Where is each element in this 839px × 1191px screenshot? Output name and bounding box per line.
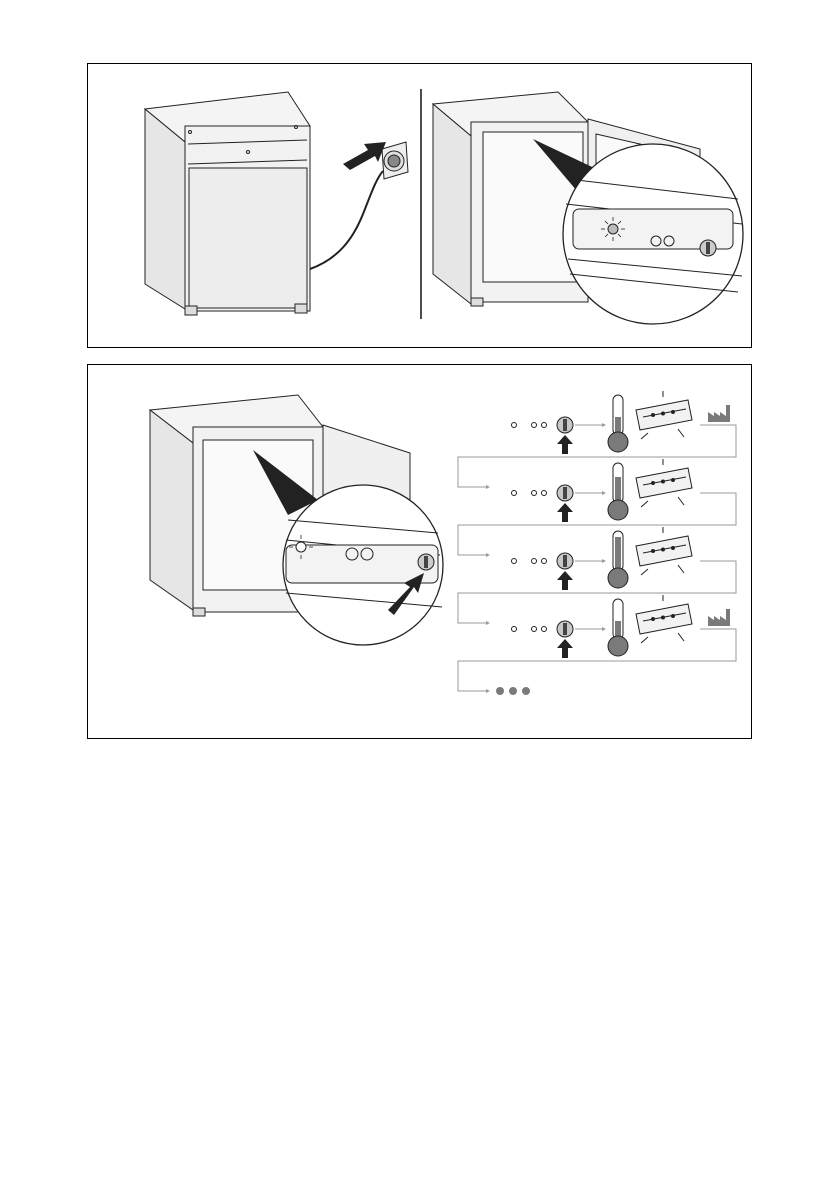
- factory-setting-icon: [708, 405, 730, 422]
- display-dot: [672, 547, 675, 550]
- display-dot: [652, 482, 655, 485]
- flow-arrowhead: [602, 423, 606, 427]
- temperature-sequence-illustration: [88, 365, 753, 740]
- press-arrow-icon: [557, 571, 573, 590]
- continue-dot-icon: [509, 687, 517, 695]
- figure-connect-power: [87, 63, 752, 348]
- press-arrow-icon: [557, 639, 573, 658]
- led-dot: [512, 491, 517, 496]
- blink-ray: [641, 637, 648, 643]
- knob-marker: [563, 487, 567, 499]
- blink-ray: [678, 429, 684, 437]
- thermometer-level: [615, 537, 621, 571]
- flow-arrowhead: [486, 621, 490, 625]
- display-dot: [662, 616, 665, 619]
- figure-temperature-sequence: [87, 364, 752, 739]
- blink-ray: [641, 433, 648, 439]
- thermometer-bulb: [608, 636, 628, 656]
- blink-ray: [678, 565, 684, 573]
- continue-dot-icon: [522, 687, 530, 695]
- push-arrow-icon: [343, 142, 386, 170]
- knob-marker: [563, 623, 567, 635]
- blink-ray: [678, 633, 684, 641]
- factory-setting-icon: [708, 609, 730, 626]
- blink-ray: [678, 497, 684, 505]
- led-dot: [542, 627, 547, 632]
- display-dot: [672, 479, 675, 482]
- knob-marker: [563, 419, 567, 431]
- led-dot: [532, 491, 537, 496]
- flow-connector: [458, 425, 736, 487]
- display-dot: [672, 615, 675, 618]
- flow-arrowhead: [602, 559, 606, 563]
- flow-arrowhead: [486, 689, 490, 693]
- thermometer-level: [615, 477, 621, 503]
- flow-connector: [458, 561, 736, 623]
- led-dot: [532, 559, 537, 564]
- indicator-lamp-icon: [296, 542, 306, 552]
- fridge-closed-icon: [145, 92, 310, 315]
- led-dot: [512, 423, 517, 428]
- led-dot: [532, 423, 537, 428]
- thermometer-bulb: [608, 568, 628, 588]
- display-dot: [662, 480, 665, 483]
- led-dot: [532, 627, 537, 632]
- flow-arrowhead: [486, 553, 490, 557]
- display-dot: [652, 414, 655, 417]
- press-arrow-icon: [557, 503, 573, 522]
- press-arrow-icon: [557, 435, 573, 454]
- connect-power-illustration: [88, 64, 753, 349]
- setting-rows: [458, 391, 736, 695]
- thermometer-bulb: [608, 500, 628, 520]
- display-dot: [662, 412, 665, 415]
- display-dot: [662, 548, 665, 551]
- power-socket-icon: [382, 142, 408, 179]
- led-dot: [512, 627, 517, 632]
- led-dot: [512, 559, 517, 564]
- knob-marker: [563, 555, 567, 567]
- display-dot: [652, 550, 655, 553]
- flow-arrowhead: [602, 627, 606, 631]
- led-dot: [542, 491, 547, 496]
- display-dot: [652, 618, 655, 621]
- thermometer-bulb: [608, 432, 628, 452]
- blink-ray: [641, 569, 648, 575]
- flow-arrowhead: [486, 485, 490, 489]
- indicator-lamp-icon: [608, 224, 618, 234]
- flow-connector: [458, 493, 736, 555]
- flow-connector: [458, 629, 736, 691]
- continue-dot-icon: [496, 687, 504, 695]
- led-dot: [542, 423, 547, 428]
- display-dot: [672, 411, 675, 414]
- led-dot: [542, 559, 547, 564]
- blink-ray: [641, 501, 648, 507]
- flow-arrowhead: [602, 491, 606, 495]
